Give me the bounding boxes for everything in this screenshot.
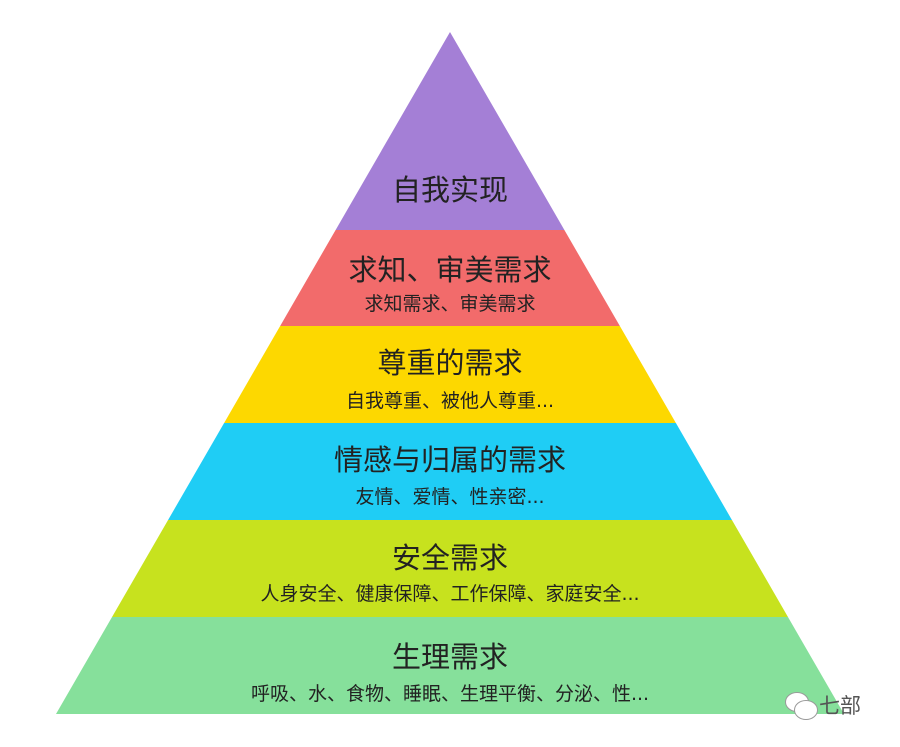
level-4-title: 情感与归属的需求 [333,443,566,477]
level-6-title: 生理需求 [391,640,508,674]
pyramid-level-1 [335,32,565,230]
pyramid-level-4 [168,423,732,520]
level-5-title: 安全需求 [391,541,508,575]
wechat-icon [785,692,818,720]
level-2-subtitle: 求知需求、审美需求 [364,293,536,315]
level-3-title: 尊重的需求 [377,346,523,380]
watermark-text: 七部 [819,694,861,718]
level-5-subtitle: 人身安全、健康保障、工作保障、家庭安全... [260,583,640,605]
pyramid-level-6 [56,617,844,714]
level-1-title: 自我实现 [391,173,508,207]
watermark: 七部 [785,690,861,720]
level-6-subtitle: 呼吸、水、食物、睡眠、生理平衡、分泌、性... [250,683,650,705]
level-2-title: 求知、审美需求 [348,253,552,287]
pyramid-level-2 [280,230,620,326]
pyramid-level-3 [224,326,676,423]
pyramid-level-5 [112,520,788,617]
level-3-subtitle: 自我尊重、被他人尊重... [345,390,555,412]
level-4-subtitle: 友情、爱情、性亲密... [355,486,545,508]
